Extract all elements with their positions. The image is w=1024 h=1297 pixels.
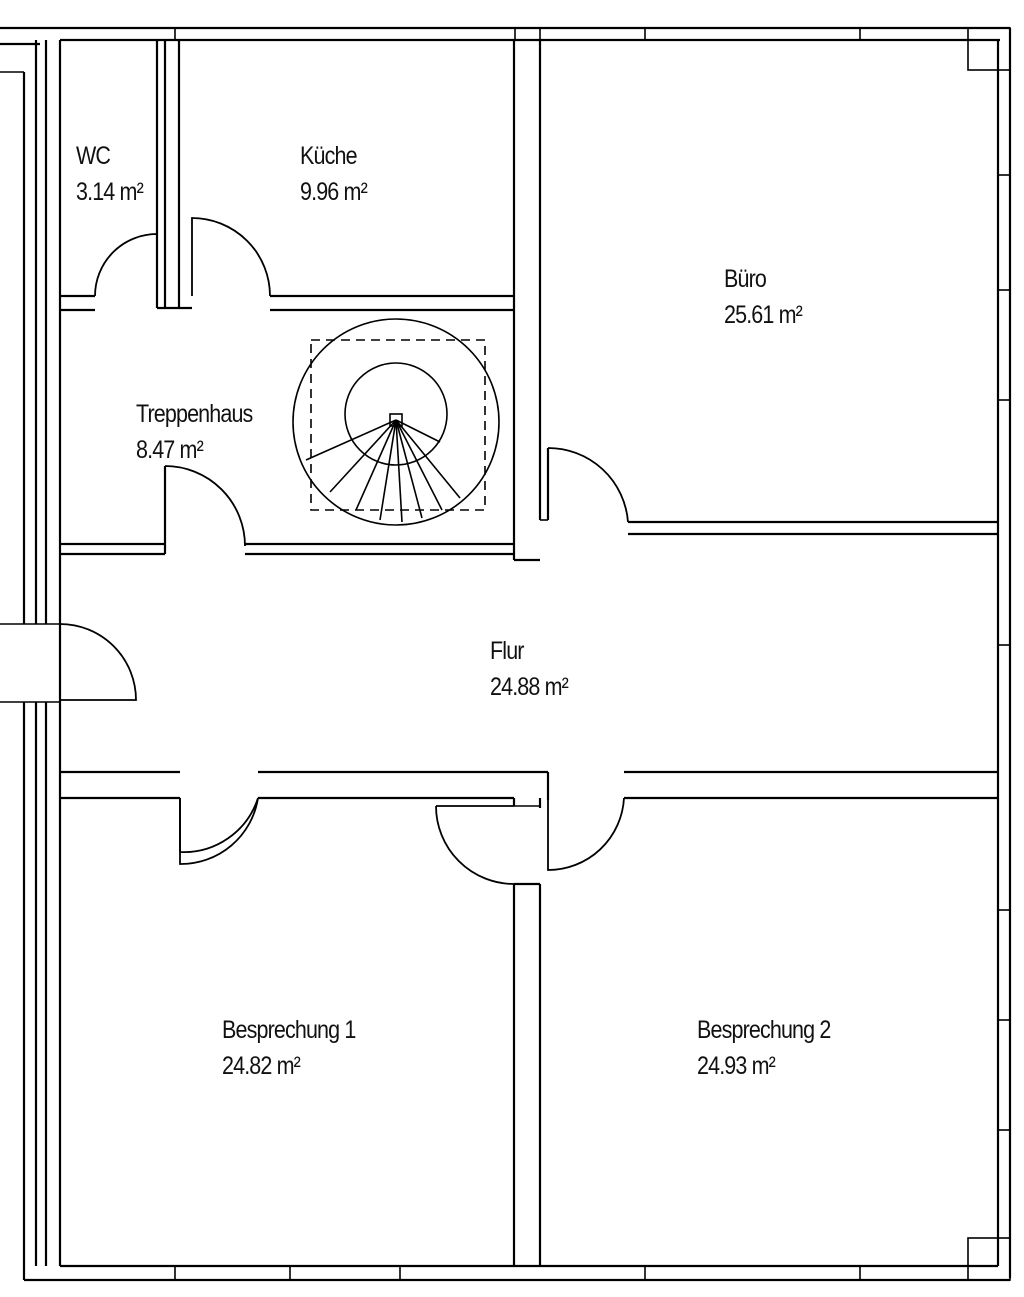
room-area: 25.61 m² — [724, 301, 803, 329]
outer-walls — [0, 26, 1012, 1282]
room-area: 24.88 m² — [490, 673, 569, 701]
doors — [59, 217, 629, 885]
room-area: 8.47 m² — [136, 436, 204, 464]
room-label-kueche: Küche 9.96 m² — [300, 138, 368, 210]
room-area: 3.14 m² — [76, 178, 144, 206]
door-treppenhaus — [164, 465, 246, 547]
room-name: Büro — [724, 265, 767, 293]
room-label-flur: Flur 24.88 m² — [490, 633, 569, 705]
room-name: Flur — [490, 637, 524, 665]
room-name: Besprechung 2 — [697, 1016, 831, 1044]
room-name: WC — [76, 142, 111, 170]
room-area: 24.82 m² — [222, 1052, 301, 1080]
room-label-treppenhaus: Treppenhaus 8.47 m² — [136, 396, 253, 468]
room-area: 24.93 m² — [697, 1052, 776, 1080]
room-name: Treppenhaus — [136, 400, 253, 428]
door-besprechung-1 — [179, 797, 259, 853]
spiral-staircase — [292, 318, 500, 526]
room-area: 9.96 m² — [300, 178, 368, 206]
room-name: Küche — [300, 142, 358, 170]
room-name: Besprechung 1 — [222, 1016, 356, 1044]
door-kueche — [191, 217, 271, 297]
room-label-besprechung-2: Besprechung 2 24.93 m² — [697, 1012, 831, 1084]
door-entrance — [59, 623, 137, 701]
room-label-wc: WC 3.14 m² — [76, 138, 144, 210]
interior-walls — [60, 40, 998, 1266]
room-label-buero: Büro 25.61 m² — [724, 261, 803, 333]
door-besprechung-1-side — [435, 805, 515, 885]
room-label-besprechung-1: Besprechung 1 24.82 m² — [222, 1012, 356, 1084]
door-wc — [94, 233, 158, 297]
door-buero — [547, 447, 629, 523]
door-besprechung-2 — [547, 797, 625, 871]
